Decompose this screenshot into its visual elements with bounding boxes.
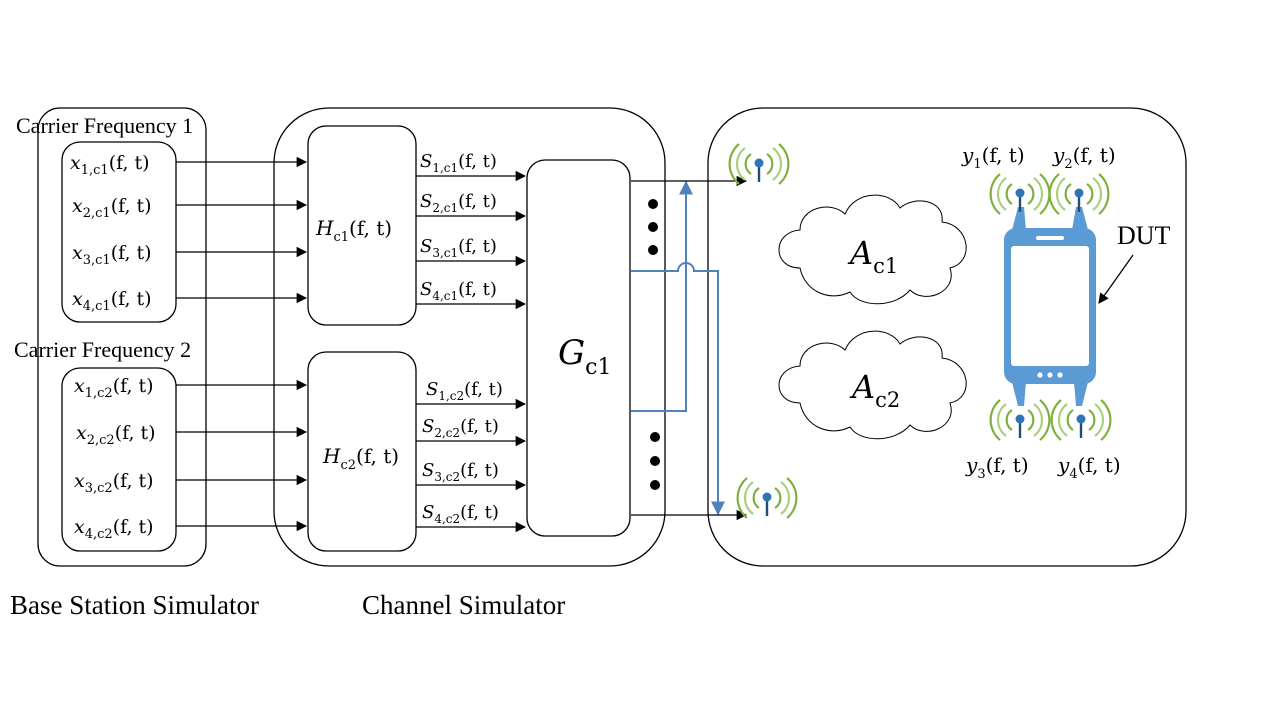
rx-signal-label: y4(f, t) [1057, 453, 1121, 482]
input-signal-label: x3,c2(f, t) [74, 470, 154, 496]
h-c1-block [307, 125, 417, 326]
carrier-2-input-group [61, 367, 177, 552]
output-signal-label: S1,c2(f, t) [426, 379, 503, 403]
g-block-label: Gc1 [558, 333, 612, 380]
output-signal-label: S3,c1(f, t) [420, 236, 497, 260]
h-block-label: Hc2(f, t) [322, 444, 399, 473]
rx-signal-label: y3(f, t) [965, 453, 1029, 482]
carrier-2-label: Carrier Frequency 2 [14, 337, 191, 362]
input-signal-label: x4,c1(f, t) [72, 288, 152, 314]
input-signal-label: x2,c1(f, t) [72, 195, 152, 221]
channel-simulator-caption: Channel Simulator [362, 590, 565, 620]
dut-label: DUT [1117, 221, 1171, 250]
output-signal-label: S2,c2(f, t) [422, 416, 499, 440]
rx-signal-label: y1(f, t) [961, 143, 1025, 172]
cloud-a-c2-label: Ac2 [849, 368, 900, 412]
ellipsis-dots-top [648, 199, 658, 255]
input-signal-label: x4,c2(f, t) [74, 516, 154, 542]
output-signal-label: S2,c1(f, t) [420, 191, 497, 215]
cloud-a-c1-label: Ac1 [847, 234, 898, 278]
input-signal-label: x1,c2(f, t) [74, 375, 154, 401]
output-signal-label: S1,c1(f, t) [420, 151, 497, 175]
rx-signal-label: y2(f, t) [1052, 143, 1116, 172]
input-signal-label: x3,c1(f, t) [72, 242, 152, 268]
output-signal-label: S3,c2(f, t) [422, 460, 499, 484]
dut-pointer-arrow [1098, 254, 1134, 304]
carrier-1-input-group [61, 141, 177, 323]
input-signal-label: x1,c1(f, t) [70, 152, 150, 178]
output-signal-label: S4,c1(f, t) [420, 279, 497, 303]
signal-wires [176, 156, 527, 533]
input-signal-label: x2,c2(f, t) [76, 422, 156, 448]
math-labels: x1,c1(f, t) x2,c1(f, t) x3,c1(f, t) x4,c1(f… [70, 143, 1121, 542]
cloud-icon [778, 194, 967, 305]
h-block-label: Hc1(f, t) [315, 216, 392, 245]
blue-path-to-top-antenna [631, 180, 693, 412]
ellipsis-dots-bottom [650, 432, 660, 490]
blue-path-to-bottom-antenna [631, 262, 725, 516]
output-signal-label: S4,c2(f, t) [422, 502, 499, 526]
h-c2-block [307, 351, 417, 552]
carrier-1-label: Carrier Frequency 1 [16, 113, 193, 138]
cloud-icon [778, 330, 967, 440]
g-block [526, 159, 631, 537]
phone-icon [1004, 207, 1096, 406]
base-station-caption: Base Station Simulator [10, 590, 259, 620]
